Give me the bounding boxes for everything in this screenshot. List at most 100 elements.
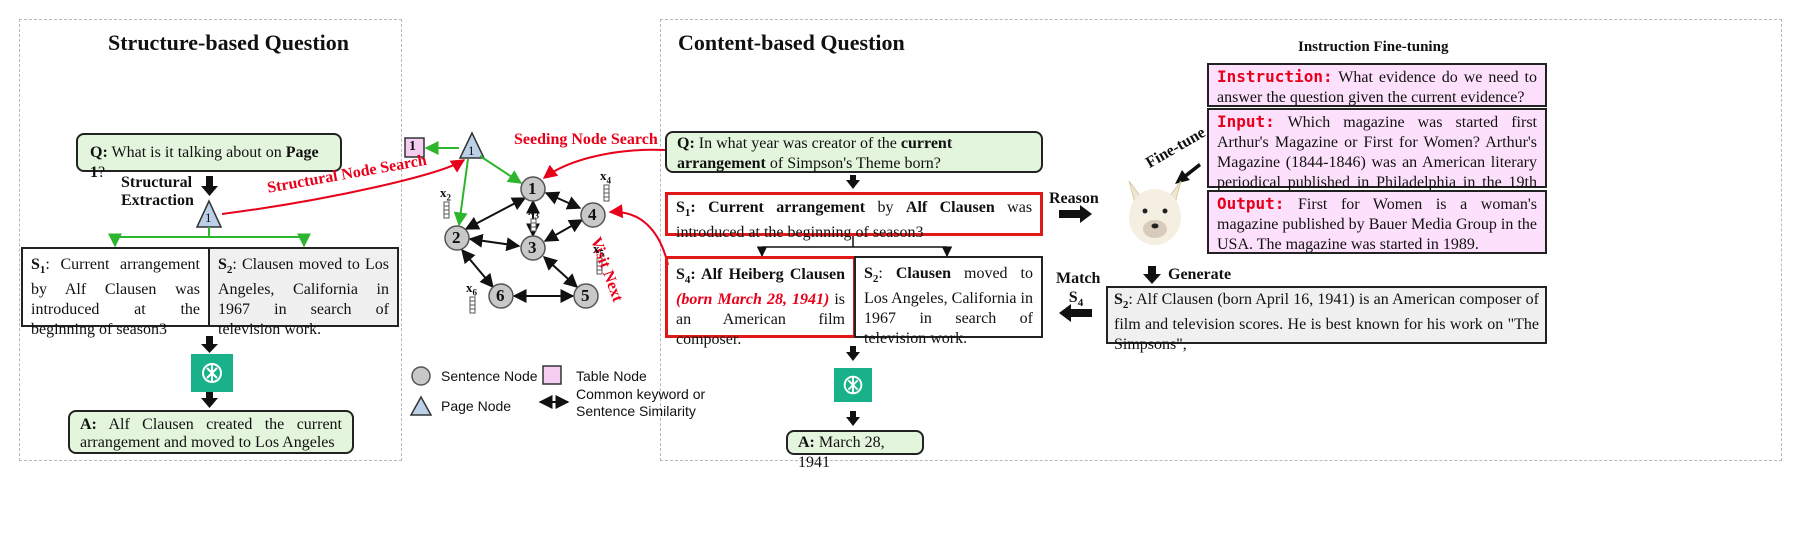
down-arrow-head: [201, 344, 218, 353]
s2-text: : Clausen moved to Los Angeles, Californ…: [218, 256, 389, 339]
feature-bar-x4: [603, 184, 610, 202]
edge-1-2: [464, 197, 527, 230]
s2-label: S2: [218, 256, 233, 277]
edge-2-3: [468, 233, 521, 252]
graph-node-2: [444, 225, 470, 251]
question-text: In what year was creator of the: [698, 135, 897, 152]
chatgpt-icon: [202, 363, 222, 383]
down-arrow-shaft: [206, 392, 213, 400]
s1-text: : Current arrangement by Alf Clausen was…: [31, 256, 200, 339]
fine-tune-arrow: [1175, 163, 1201, 184]
question-bold: Page 1: [90, 144, 319, 181]
input-text: Which magazine was started first Arthur'…: [1217, 114, 1537, 211]
s1-label: S1: Current arrangement: [676, 199, 866, 220]
down-arrow-head: [846, 352, 860, 361]
output-text: First for Women is a woman's magazine pu…: [1217, 196, 1538, 253]
node-label-5: 5: [581, 286, 590, 305]
down-arrow-shaft: [850, 346, 856, 353]
llama-icon: [1128, 180, 1182, 245]
content-question-box: Q: In what year was creator of the curre…: [665, 131, 1043, 173]
s2-tail: moved to Los Angeles, California in 1967…: [864, 265, 1033, 348]
generate-label: Generate: [1168, 266, 1232, 283]
structure-s2-box: S2: Clausen moved to Los Angeles, Califo…: [208, 247, 399, 338]
question-bold: current arrangement: [677, 135, 953, 172]
chatgpt-logo-right: [834, 368, 872, 402]
node-label-2: 2: [452, 228, 461, 247]
content-title: Content-based Question: [678, 30, 905, 55]
legend-page-node: Page Node: [441, 398, 512, 414]
legend-page-node-icon: [409, 395, 433, 416]
s4-birthdate: (born March 28, 1941): [676, 291, 830, 309]
page-node-graph-shape: [458, 131, 486, 159]
chatgpt-logo-left: [191, 354, 233, 392]
down-arrow-shaft: [206, 336, 213, 346]
instruction-box: Instruction: What evidence do we need to…: [1207, 63, 1547, 107]
structure-answer-box: A: Alf Clausen created the current arran…: [68, 410, 354, 454]
content-panel: [660, 19, 1782, 461]
instruction-key: Instruction:: [1217, 67, 1333, 86]
feature-label-x2: x2: [440, 185, 451, 203]
instruction-text: What evidence do we need to answer the q…: [1217, 69, 1537, 106]
s1-mid: by: [877, 199, 894, 216]
graph-node-4: [580, 202, 606, 228]
node-label-3: 3: [528, 238, 537, 257]
structure-panel: [19, 19, 402, 461]
s2-label: S2: [864, 265, 879, 286]
instruction-header: Instruction Fine-tuning: [1298, 39, 1449, 55]
down-arrow-head: [846, 180, 860, 189]
visit-next-arrow: [608, 204, 669, 266]
generated-label: S2: [1114, 291, 1129, 312]
legend-table-node-icon: [542, 365, 562, 385]
content-s1-box: S1: Current arrangement by Alf Clausen w…: [665, 192, 1043, 241]
question-suffix: ?: [98, 164, 106, 181]
edge-1-4: [544, 191, 582, 210]
s4-tail: is an American film composer.: [676, 291, 846, 349]
feature-bar-x6: [469, 296, 476, 314]
table-node-graph-shape: [404, 137, 425, 158]
legend-edge-line1: Common keyword or: [576, 386, 706, 402]
question-prefix: Q:: [90, 144, 108, 161]
page-node-left-number: 1: [205, 210, 212, 225]
generated-s2-box: S2: Alf Clausen (born April 16, 1941) is…: [1106, 286, 1547, 353]
input-key: Input:: [1217, 112, 1275, 131]
structure-s1-box: S1: Current arrangement by Alf Clausen w…: [21, 247, 210, 338]
legend-sentence-node-icon: [411, 366, 431, 386]
graph-node-1: [520, 176, 546, 202]
extraction-label: Structural Extraction: [121, 174, 194, 210]
question-suffix: of Simpson's Theme born?: [769, 155, 941, 172]
structural-search-arrow: [221, 159, 466, 215]
seeding-search-arrow: [542, 148, 666, 179]
answer-prefix: A:: [798, 434, 815, 451]
feature-bar-x3: [530, 218, 537, 232]
feature-bar-x2: [443, 201, 450, 219]
extraction-label-line2: Extraction: [121, 192, 194, 209]
extraction-label-line1: Structural: [121, 174, 193, 191]
legend-sentence-node: Sentence Node: [441, 368, 538, 384]
down-arrow-shaft: [850, 175, 856, 181]
content-answer-box: A: March 28, 1941: [786, 430, 924, 471]
graph-node-5: [573, 283, 599, 309]
content-s4-box: S4: Alf Heiberg Clausen (born March 28, …: [665, 256, 856, 348]
graph-node-6: [488, 283, 514, 309]
generate-arrow: [1143, 266, 1161, 284]
generated-text: : Alf Clausen (born April 16, 1941) is a…: [1114, 291, 1539, 354]
feature-label-x4: x4: [600, 168, 611, 186]
page-to-node2-edge: [453, 158, 469, 227]
down-arrow-head: [201, 186, 218, 196]
question-text: What is it talking about on: [111, 144, 282, 161]
node-label-6: 6: [496, 286, 505, 305]
chatgpt-icon: [843, 375, 863, 395]
s2-bold: Clausen: [895, 265, 951, 282]
feature-label-x5: x5: [593, 241, 604, 259]
down-arrow-shaft: [850, 411, 856, 418]
legend-edge-line2: Sentence Similarity: [576, 403, 696, 419]
down-arrow-shaft: [206, 176, 213, 188]
legend-edge: Common keyword or Sentence Similarity: [576, 386, 705, 420]
table-node-number: 1: [409, 139, 416, 154]
structure-question-box: Q: What is it talking about on Page 1?: [76, 133, 342, 181]
match-label: Match S4: [1056, 270, 1101, 310]
edge-2-6: [461, 248, 494, 289]
content-s2-box: S2: Clausen moved to Los Angeles, Califo…: [854, 256, 1043, 347]
output-key: Output:: [1217, 194, 1285, 213]
structure-title: Structure-based Question: [108, 30, 349, 55]
